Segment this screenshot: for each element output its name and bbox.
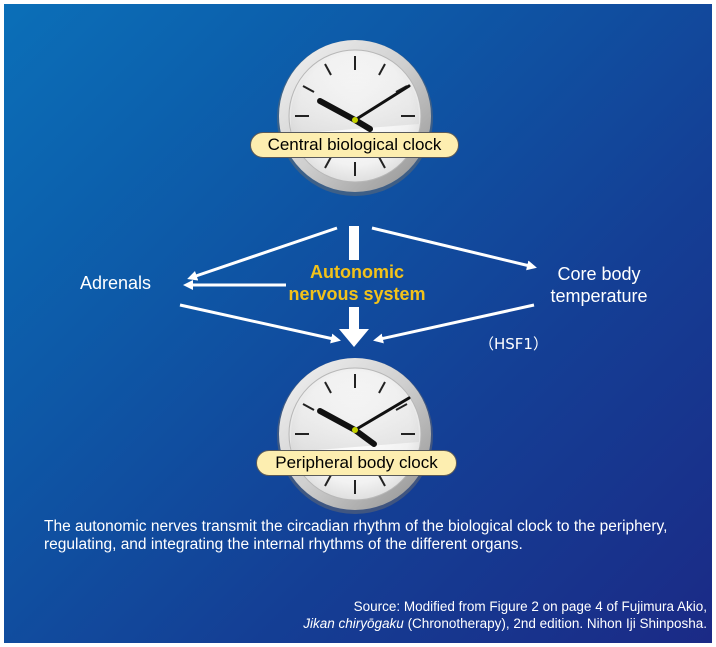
arrow-core-temp-to-clock (373, 303, 535, 344)
source-line1: Source: Modified from Figure 2 on page 4… (353, 599, 707, 614)
arrows (179, 226, 537, 347)
central-clock-icon (277, 40, 433, 196)
core-line2: temperature (550, 286, 648, 306)
central-down-arrow (339, 307, 369, 347)
arrow-to-adrenals (187, 226, 338, 281)
source-book-title: Jikan chiryōgaku (303, 616, 404, 631)
hsf1-label: （HSF1） (479, 335, 548, 353)
central-down-bar (349, 226, 359, 260)
caption-text: The autonomic nerves transmit the circad… (44, 518, 668, 553)
autonomic-line2: nervous system (288, 284, 426, 304)
adrenals-label: Adrenals (80, 273, 152, 293)
diagram-panel: Central biological clock Peripheral body… (4, 4, 712, 643)
autonomic-nervous-system-label: Autonomic nervous system (257, 261, 457, 305)
core-body-temperature-label: Core body temperature (529, 263, 669, 307)
core-line1: Core body (557, 264, 641, 284)
arrow-to-core-temp (371, 226, 537, 271)
source-citation: Source: Modified from Figure 2 on page 4… (107, 598, 707, 632)
central-clock-label: Central biological clock (250, 132, 459, 158)
peripheral-clock-label: Peripheral body clock (256, 450, 457, 476)
source-line2: Jikan chiryōgaku (Chronotherapy), 2nd ed… (107, 615, 707, 632)
arrow-adrenals-to-clock (179, 303, 341, 344)
autonomic-line1: Autonomic (310, 262, 404, 282)
peripheral-clock-icon (277, 358, 433, 514)
source-line2-rest: (Chronotherapy), 2nd edition. Nihon Iji … (403, 616, 707, 631)
